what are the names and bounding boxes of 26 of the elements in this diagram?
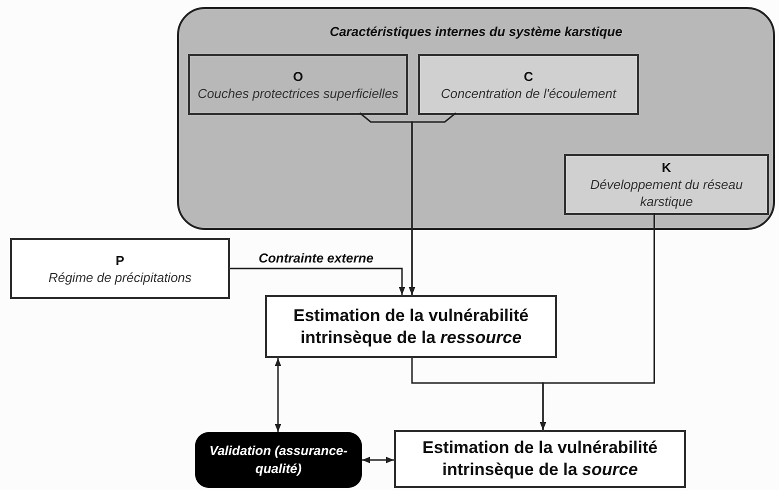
factor-description: Couches protectrices superficielles — [196, 84, 400, 102]
factor-box — [188, 54, 408, 115]
group-title: Caractéristiques internes du système karstique — [330, 23, 622, 41]
factor-description: Régime de précipitations — [47, 268, 193, 286]
factor-box — [564, 154, 769, 215]
group-panel — [177, 7, 775, 230]
process-box — [265, 295, 557, 358]
edge-label: Contrainte externe — [258, 249, 374, 268]
factor-description: Concentration de l'écoulement — [440, 84, 618, 102]
process-box — [394, 430, 686, 488]
factor-description: Développement du réseau karstique — [589, 176, 744, 210]
factor-letter: C — [522, 68, 534, 84]
factor-box — [10, 238, 230, 299]
arrow — [408, 112, 456, 295]
factor-letter: P — [114, 252, 126, 268]
factor-letter: K — [660, 159, 672, 176]
validation-text: Validation (assurance-qualité) — [208, 442, 349, 478]
arrow — [411, 358, 546, 430]
factor-letter: O — [292, 68, 304, 84]
validation-box — [195, 432, 362, 488]
arrow — [230, 268, 406, 295]
process-text: Estimation de la vulnérabilité intrinsèque de la source — [421, 437, 659, 481]
factor-box — [418, 54, 639, 115]
process-text: Estimation de la vulnérabilité intrinsèque de la ressource — [292, 304, 530, 348]
arrow — [274, 358, 282, 432]
arrow — [362, 456, 394, 464]
